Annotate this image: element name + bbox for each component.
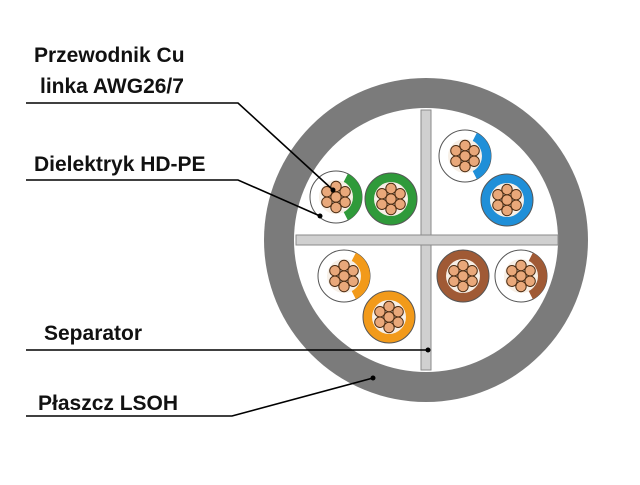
blue-pair-striped-strand-3 — [459, 160, 471, 173]
leader-lines — [26, 102, 431, 417]
brown-pair-solid-strand-5 — [448, 265, 460, 277]
brown-pair-solid-strand-6 — [457, 259, 469, 272]
separator-label: Separator — [44, 322, 143, 345]
brown-pair-striped-strand-3 — [515, 280, 527, 293]
leader-dielectric — [26, 179, 321, 217]
separator-center — [421, 236, 431, 244]
blue-pair-solid-strand-6 — [501, 183, 513, 196]
orange-pair-solid-strand-4 — [374, 316, 386, 328]
blue-pair-striped-strand-6 — [459, 139, 471, 152]
conductor-label-line2: linka AWG26/7 — [40, 75, 184, 98]
green-pair-solid-wire — [364, 172, 418, 226]
green-pair-striped-wire — [309, 170, 363, 224]
green-pair — [309, 170, 418, 226]
leader-jacket-dot — [370, 375, 376, 381]
blue-pair-solid-strand-5 — [492, 189, 504, 201]
blue-pair-solid-strand-4 — [492, 199, 504, 211]
brown-pair-striped-strand-7 — [524, 265, 536, 277]
orange-pair-striped-strand-6 — [338, 259, 350, 272]
leader-dielectric-dot — [317, 213, 323, 219]
twisted-pairs — [309, 129, 548, 344]
brown-pair-solid-strand-7 — [466, 265, 478, 277]
leader-jacket — [26, 377, 374, 417]
blue-pair-striped-strand-7 — [468, 145, 480, 157]
jacket-label: Płaszcz LSOH — [38, 392, 179, 415]
orange-pair-solid-wire — [362, 290, 416, 344]
blue-pair-solid-strand-7 — [510, 189, 522, 201]
brown-pair-solid-strand-3 — [457, 280, 469, 293]
orange-pair-solid-strand-3 — [383, 321, 395, 334]
green-pair-solid-strand-6 — [385, 182, 397, 195]
green-pair-striped-strand-7 — [339, 186, 351, 198]
orange-pair-solid-strand-6 — [383, 300, 395, 313]
brown-pair-striped-strand-6 — [515, 259, 527, 272]
orange-pair-striped-strand-4 — [329, 275, 341, 287]
orange-pair — [317, 249, 416, 344]
brown-pair-solid-strand-4 — [448, 275, 460, 287]
green-pair-striped-strand-4 — [321, 196, 333, 208]
orange-pair-striped-strand-3 — [338, 280, 350, 293]
orange-pair-striped-strand-7 — [347, 265, 359, 277]
brown-pair-striped-strand-5 — [506, 265, 518, 277]
blue-pair — [438, 129, 534, 227]
orange-pair-solid-strand-7 — [392, 306, 404, 318]
brown-pair-solid-wire — [436, 249, 490, 303]
blue-pair-solid-wire — [480, 173, 534, 227]
blue-pair-solid-strand-3 — [501, 204, 513, 217]
blue-pair-striped-strand-4 — [450, 155, 462, 167]
brown-pair-striped-wire — [494, 249, 548, 303]
dielectric-label: Dielektryk HD-PE — [34, 153, 206, 176]
green-pair-solid-strand-3 — [385, 203, 397, 216]
brown-pair-striped-strand-4 — [506, 275, 518, 287]
blue-pair-striped-wire — [438, 129, 492, 183]
green-pair-solid-strand-5 — [376, 188, 388, 200]
blue-pair-striped-strand-5 — [450, 145, 462, 157]
leader-conductor-dot — [330, 187, 336, 193]
green-pair-solid-strand-7 — [394, 188, 406, 200]
green-pair-striped-strand-3 — [330, 201, 342, 214]
green-pair-solid-strand-4 — [376, 198, 388, 210]
orange-pair-striped-strand-5 — [329, 265, 341, 277]
orange-pair-striped-wire — [317, 249, 371, 303]
leader-conductor — [26, 102, 334, 191]
conductor-label-line1: Przewodnik Cu — [34, 44, 185, 67]
brown-pair — [436, 249, 548, 303]
orange-pair-solid-strand-5 — [374, 306, 386, 318]
leader-separator-dot — [425, 347, 431, 353]
